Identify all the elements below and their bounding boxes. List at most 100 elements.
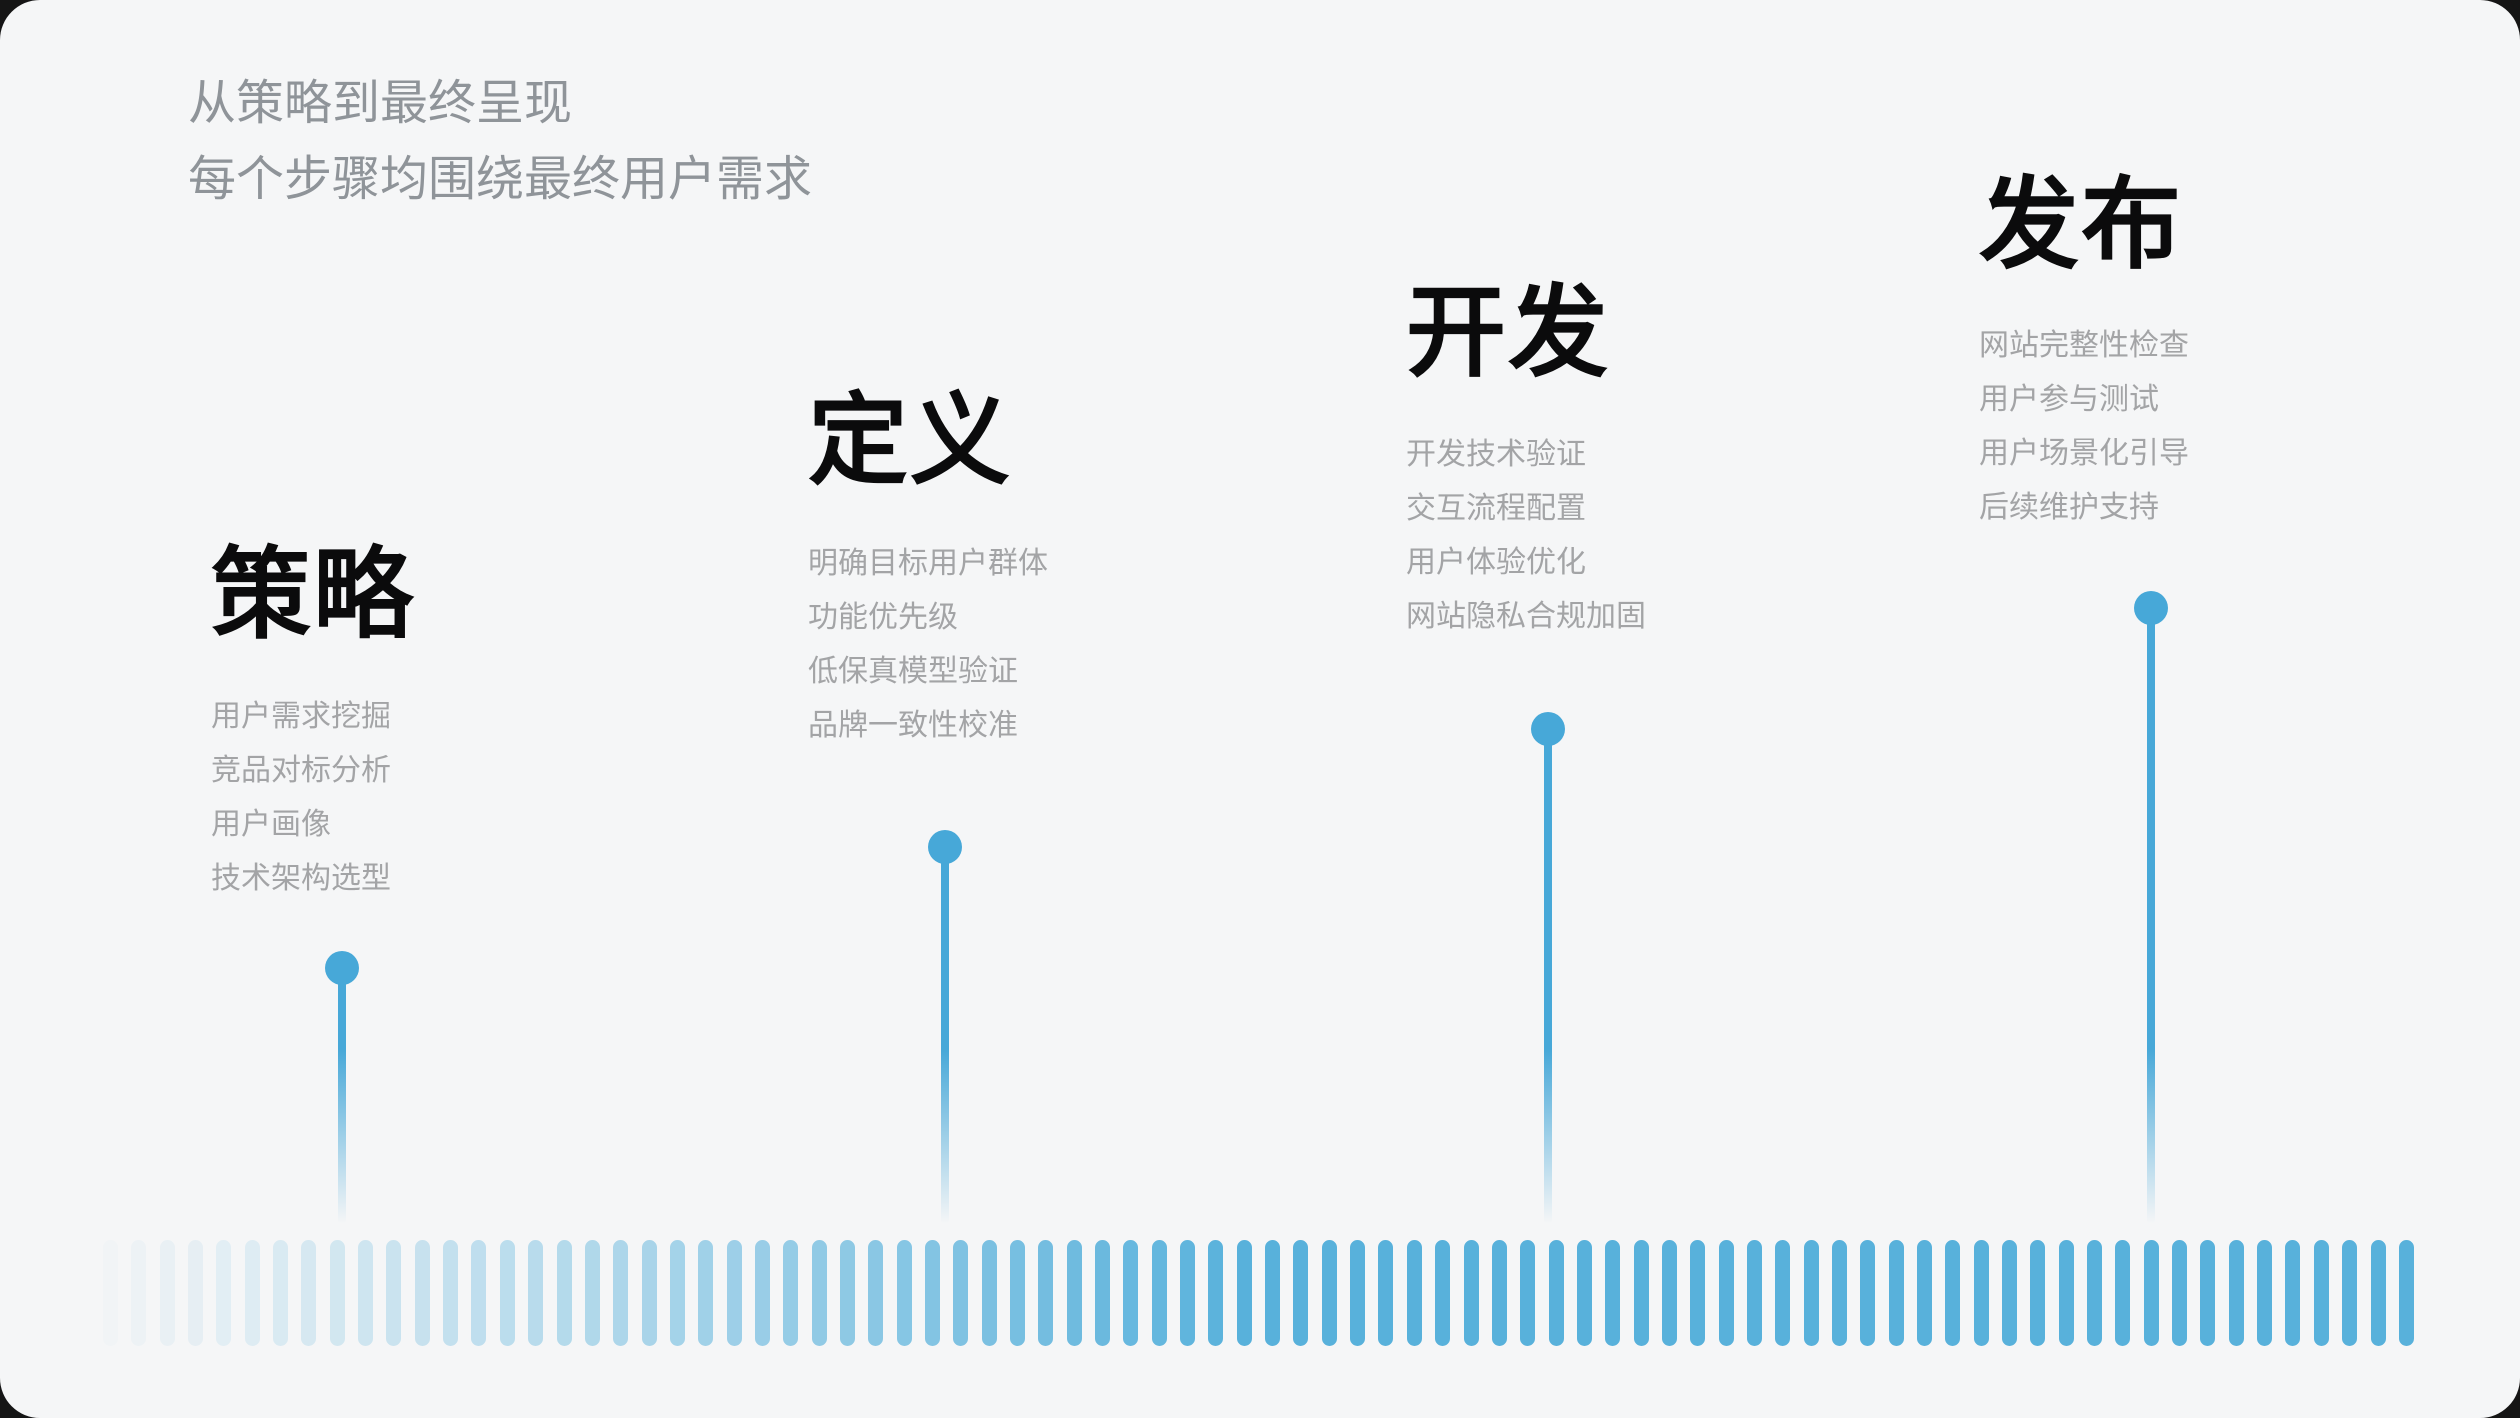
timeline-bar — [528, 1240, 544, 1346]
timeline-bar — [1463, 1240, 1479, 1346]
milestone-stem-development — [1544, 729, 1552, 1224]
timeline-bar — [1038, 1240, 1054, 1346]
timeline-bar — [641, 1240, 657, 1346]
timeline-bar — [386, 1240, 402, 1346]
timeline-bar — [2002, 1240, 2018, 1346]
timeline-bar — [2285, 1240, 2301, 1346]
timeline-bar — [1180, 1240, 1196, 1346]
stage-definition: 定义明确目标用户群体功能优先级低保真模型验证品牌一致性校准 — [808, 385, 1368, 742]
stage-title-strategy: 策略 — [211, 539, 415, 651]
timeline-bar-track — [103, 1240, 2414, 1346]
stage-item: 功能优先级 — [808, 601, 958, 634]
timeline-bar — [1406, 1240, 1422, 1346]
stage-launch: 发布网站完整性检查用户参与测试用户场景化引导后续维护支持 — [1979, 169, 2520, 524]
timeline-bar — [2257, 1240, 2273, 1346]
stage-item-list-development: 开发技术验证交互流程配置用户体验优化网站隐私合规加固 — [1406, 428, 1646, 644]
timeline-bar — [244, 1240, 260, 1346]
timeline-bar — [1633, 1240, 1649, 1346]
timeline-bar — [1208, 1240, 1224, 1346]
timeline-bar — [499, 1240, 515, 1346]
stage-title-development: 开发 — [1406, 277, 1610, 389]
timeline-bar — [1010, 1240, 1025, 1346]
timeline-bar — [868, 1240, 884, 1346]
stage-item-list-launch: 网站完整性检查用户参与测试用户场景化引导后续维护支持 — [1979, 319, 2189, 535]
timeline-bar — [2143, 1240, 2159, 1346]
timeline-bar — [1746, 1240, 1762, 1346]
timeline-bar — [2342, 1240, 2358, 1346]
timeline-bar — [1491, 1240, 1507, 1346]
stage-title-definition: 定义 — [808, 385, 1012, 497]
timeline-bar — [1888, 1240, 1904, 1346]
timeline-bar — [556, 1240, 572, 1346]
timeline-bar — [1378, 1240, 1394, 1346]
timeline-bar — [1548, 1240, 1564, 1346]
timeline-bar — [103, 1240, 118, 1346]
timeline-bar — [358, 1240, 374, 1346]
milestone-stem-definition — [941, 847, 949, 1224]
timeline-bar — [2200, 1240, 2216, 1346]
timeline-bar — [1860, 1240, 1876, 1346]
timeline-bar — [1605, 1240, 1621, 1346]
timeline-bar — [1321, 1240, 1337, 1346]
timeline-bar — [2172, 1240, 2188, 1346]
stage-item: 用户需求挖掘 — [211, 700, 391, 733]
stage-item: 用户参与测试 — [1979, 383, 2159, 416]
timeline-bar — [1917, 1240, 1932, 1346]
timeline-bar — [2228, 1240, 2244, 1346]
timeline-bar — [1520, 1240, 1536, 1346]
timeline-bar — [2030, 1240, 2046, 1346]
timeline-bar — [1973, 1240, 1989, 1346]
timeline-bar — [1095, 1240, 1111, 1346]
stage-item: 用户画像 — [211, 808, 331, 841]
timeline-bar — [953, 1240, 969, 1346]
timeline-bar — [1775, 1240, 1791, 1346]
stage-item: 用户场景化引导 — [1979, 437, 2189, 470]
page-subtitle: 从策略到最终呈现 每个步骤均围绕最终用户需求 — [188, 66, 812, 218]
stage-item: 低保真模型验证 — [808, 655, 1018, 688]
timeline-bar — [1661, 1240, 1677, 1346]
stage-item: 开发技术验证 — [1406, 438, 1586, 471]
milestone-dot-definition — [928, 830, 962, 864]
stage-item-list-definition: 明确目标用户群体功能优先级低保真模型验证品牌一致性校准 — [808, 537, 1048, 753]
stage-strategy: 策略用户需求挖掘竞品对标分析用户画像技术架构选型 — [211, 539, 771, 895]
timeline-bar — [1123, 1240, 1139, 1346]
stage-item-list-strategy: 用户需求挖掘竞品对标分析用户画像技术架构选型 — [211, 690, 391, 906]
timeline-bar — [981, 1240, 997, 1346]
milestone-dot-launch — [2134, 591, 2168, 625]
timeline-bar — [2058, 1240, 2074, 1346]
timeline-bar — [1265, 1240, 1281, 1346]
timeline-bar — [159, 1240, 175, 1346]
timeline-bar — [1236, 1240, 1252, 1346]
timeline-bar — [924, 1240, 940, 1346]
timeline-bar — [414, 1240, 430, 1346]
stage-item: 技术架构选型 — [211, 862, 391, 895]
timeline-bar — [216, 1240, 232, 1346]
timeline-bar — [2087, 1240, 2103, 1346]
stage-item: 竞品对标分析 — [211, 754, 391, 787]
timeline-bar — [613, 1240, 629, 1346]
stage-item: 交互流程配置 — [1406, 492, 1586, 525]
timeline-bar — [2370, 1240, 2386, 1346]
milestone-dot-development — [1531, 712, 1565, 746]
timeline-bar — [1690, 1240, 1706, 1346]
timeline-bar — [1718, 1240, 1734, 1346]
timeline-bar — [1435, 1240, 1451, 1346]
timeline-bar — [1151, 1240, 1167, 1346]
milestone-stem-strategy — [338, 968, 346, 1224]
timeline-bar — [1576, 1240, 1592, 1346]
stage-item: 明确目标用户群体 — [808, 547, 1048, 580]
timeline-bar — [1831, 1240, 1847, 1346]
timeline-bar — [471, 1240, 487, 1346]
timeline-bar — [443, 1240, 459, 1346]
timeline-bar — [2398, 1240, 2414, 1346]
stage-title-launch: 发布 — [1979, 169, 2183, 281]
subtitle-line-1: 从策略到最终呈现 — [188, 77, 573, 130]
timeline-bar — [584, 1240, 600, 1346]
timeline-bar — [698, 1240, 714, 1346]
timeline-bar — [2313, 1240, 2329, 1346]
timeline-bar — [839, 1240, 855, 1346]
timeline-bar — [896, 1240, 912, 1346]
timeline-bar — [1350, 1240, 1366, 1346]
timeline-bar — [783, 1240, 799, 1346]
